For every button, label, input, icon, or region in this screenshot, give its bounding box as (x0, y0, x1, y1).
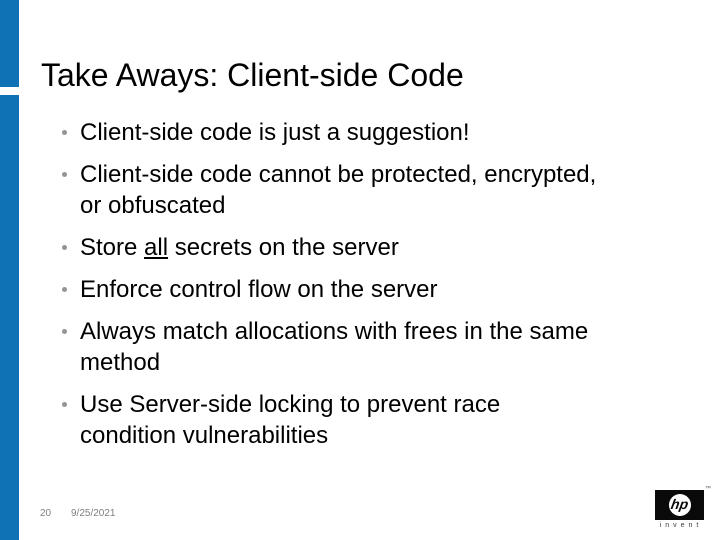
hp-invent-label: invent (659, 522, 703, 529)
slide-number: 20 (40, 508, 52, 519)
hp-logo-rectangle: ™ hp (655, 486, 711, 520)
bullet-text: Client-side code cannot be protected, en… (80, 161, 597, 219)
bullet-list: Client-side code is just a suggestion! C… (60, 117, 708, 462)
bullet-text: Use Server-side locking to prevent race … (80, 391, 501, 449)
bullet-text: Enforce control flow on the server (80, 276, 438, 303)
bullet-dot-icon (62, 402, 67, 407)
accent-bar-top (0, 0, 19, 87)
bullet-text-prefix: Store (80, 234, 145, 261)
list-item: Store all secrets on the server (60, 232, 708, 263)
hp-logo: ™ hp invent (655, 486, 711, 529)
bullet-dot-icon (62, 287, 67, 292)
list-item: Client-side code is just a suggestion! (60, 117, 708, 148)
bullet-text: Store all secrets on the server (80, 232, 399, 263)
bullet-text-suffix: secrets on the server (168, 234, 399, 261)
bullet-dot-icon (62, 329, 67, 334)
bullet-text: Always match allocations with frees in t… (80, 318, 589, 376)
list-item: Use Server-side locking to prevent race … (60, 389, 708, 451)
bullet-dot-icon (62, 130, 67, 135)
list-item: Client-side code cannot be protected, en… (60, 159, 708, 221)
trademark-icon: ™ (705, 486, 711, 492)
bullet-text-underlined-word: all (144, 234, 169, 261)
bullet-text: Client-side code is just a suggestion! (80, 119, 470, 146)
slide-title: Take Aways: Client-side Code (41, 57, 464, 93)
slide-date: 9/25/2021 (71, 508, 116, 519)
hp-logo-mark: hp (669, 496, 690, 512)
bullet-dot-icon (62, 172, 67, 177)
list-item: Always match allocations with frees in t… (60, 316, 708, 378)
accent-bar-bottom (0, 95, 19, 540)
list-item: Enforce control flow on the server (60, 274, 708, 305)
bullet-dot-icon (62, 245, 67, 250)
hp-logo-circle: hp (668, 494, 691, 516)
